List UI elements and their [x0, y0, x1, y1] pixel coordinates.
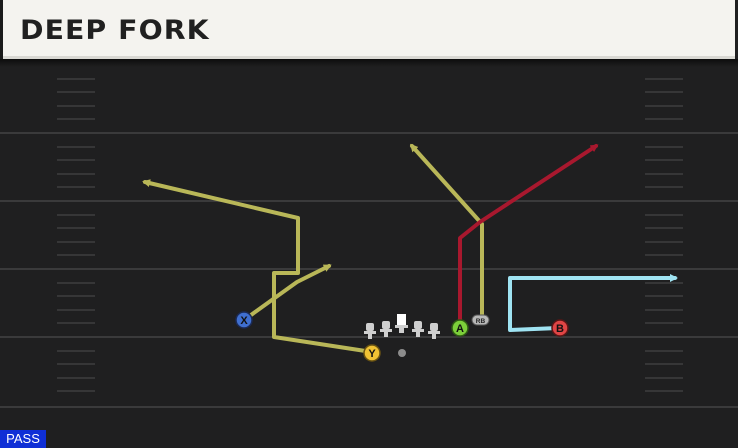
lineman-right-guard	[412, 321, 424, 337]
player-x-label: X	[240, 315, 248, 327]
play-title: DEEP FORK	[20, 15, 210, 46]
lineman-center	[395, 314, 408, 333]
lineman-left-guard	[380, 321, 392, 337]
yard-lines	[0, 132, 738, 408]
play-type-badge: PASS	[0, 430, 46, 448]
route-x	[242, 264, 332, 322]
lineman-right-tackle	[428, 323, 440, 339]
route-rb	[409, 143, 484, 320]
player-rb[interactable]: RB	[471, 314, 490, 326]
play-header: DEEP FORK	[2, 0, 735, 59]
player-y-label: Y	[368, 348, 376, 360]
player-rb-label: RB	[476, 318, 486, 325]
player-y[interactable]: Y	[363, 344, 381, 362]
header-shadow	[0, 59, 738, 67]
header-left-edge	[0, 0, 3, 59]
player-x[interactable]: X	[235, 311, 253, 329]
offensive-line	[364, 314, 440, 339]
player-a[interactable]: A	[451, 319, 469, 337]
player-a-label: A	[456, 323, 464, 335]
player-b-label: B	[556, 323, 564, 335]
player-b[interactable]: B	[551, 319, 569, 337]
lineman-left-tackle	[364, 323, 376, 339]
hash-marks-left	[57, 78, 95, 392]
route-a	[458, 144, 599, 328]
hash-marks-right	[645, 78, 683, 392]
quarterback	[398, 349, 406, 357]
route-y	[142, 179, 374, 354]
route-b	[508, 274, 678, 332]
